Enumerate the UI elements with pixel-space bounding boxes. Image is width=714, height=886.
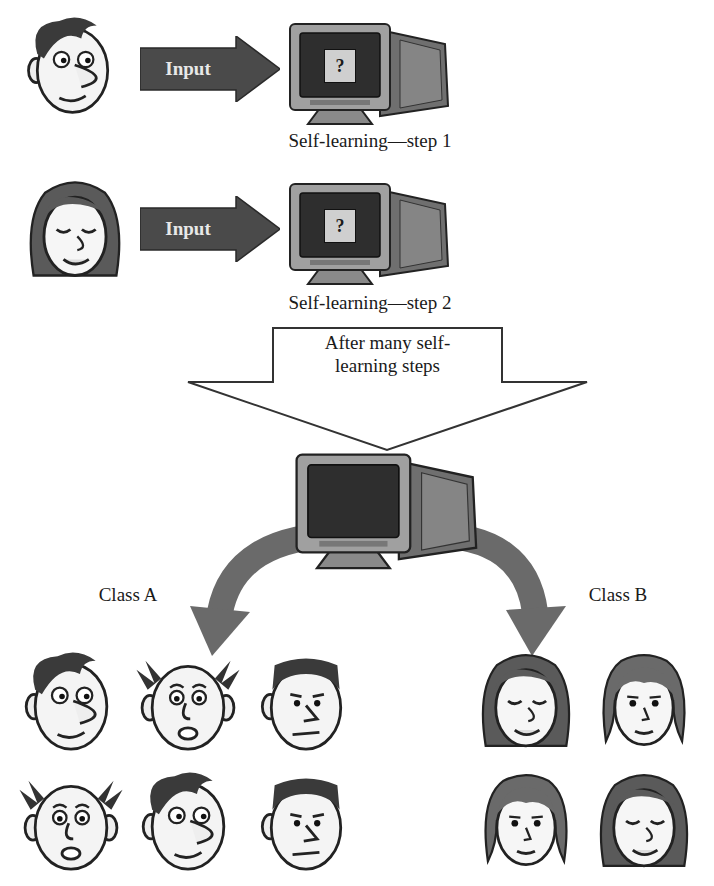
node-text-wrap: Input — [140, 208, 236, 250]
hollow-arrow: After many self-learning steps — [185, 326, 590, 452]
screen-query: ? — [324, 209, 356, 243]
arrow-head — [190, 606, 250, 656]
face — [143, 773, 224, 870]
node-label: Input — [165, 218, 210, 240]
node-text-wrap: ? — [325, 50, 355, 82]
face — [601, 775, 687, 866]
face — [486, 775, 567, 865]
face — [483, 655, 569, 746]
class-label: Class A — [99, 584, 158, 606]
step-caption: Self-learning—step 2 — [288, 292, 451, 314]
node-label: Input — [165, 58, 210, 80]
node-text-wrap: Input — [140, 48, 236, 90]
arrow-head — [506, 606, 566, 656]
face — [31, 182, 119, 275]
node-text-wrap: ? — [325, 210, 355, 242]
class-label: Class B — [589, 584, 648, 606]
face — [604, 655, 685, 745]
computer — [290, 184, 448, 284]
face — [19, 781, 122, 869]
face — [262, 658, 340, 749]
face — [136, 661, 239, 749]
face — [26, 653, 107, 750]
face — [262, 778, 340, 869]
node-label: After many self-learning steps — [295, 332, 480, 378]
node-label: ? — [336, 56, 345, 77]
computer — [297, 455, 477, 569]
node-label: ? — [336, 216, 345, 237]
input-arrow: Input — [140, 36, 280, 102]
node-text-wrap: After many self-learning steps — [295, 332, 480, 378]
face — [29, 17, 108, 112]
input-arrow: Input — [140, 196, 280, 262]
screen-query: ? — [324, 49, 356, 83]
step-caption: Self-learning—step 1 — [288, 130, 451, 152]
computer — [290, 24, 448, 124]
